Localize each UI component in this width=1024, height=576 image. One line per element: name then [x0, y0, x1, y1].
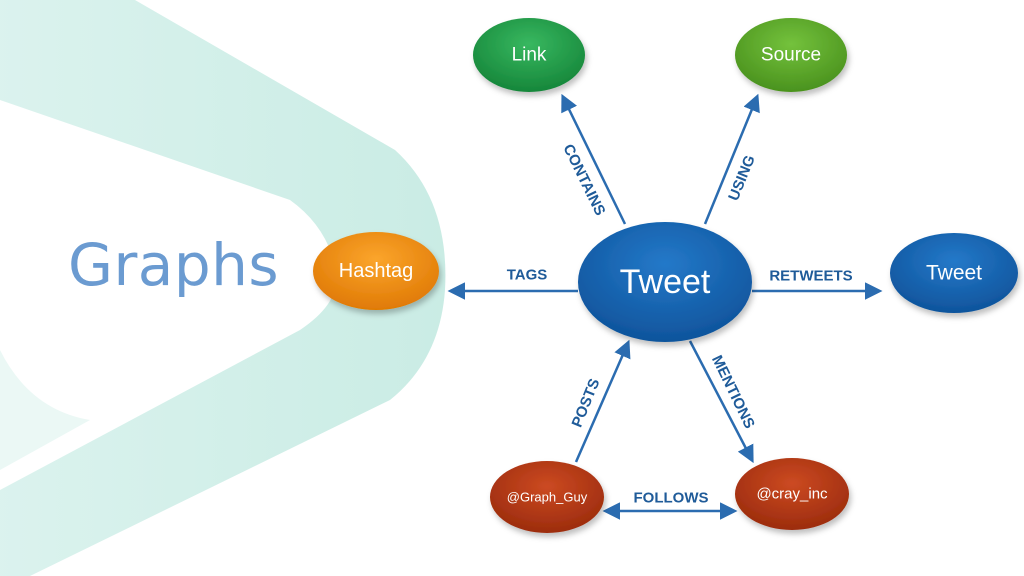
edge-mentions-line: [688, 340, 754, 464]
node-graph-guy: @Graph_Guy: [490, 461, 604, 533]
edge-label-retweets: RETWEETS: [769, 268, 852, 285]
node-label-tweet-center: Tweet: [620, 263, 711, 301]
edge-label-follows: FOLLOWS: [634, 490, 709, 507]
edge-label-contains: CONTAINS: [559, 142, 608, 219]
node-label-source: Source: [761, 45, 821, 66]
node-hashtag: Hashtag: [313, 232, 439, 310]
node-label-graph-guy: @Graph_Guy: [507, 490, 588, 505]
node-label-cray-inc: @cray_inc: [756, 486, 828, 503]
edge-label-posts: POSTS: [569, 376, 604, 430]
node-tweet-center: Tweet: [578, 222, 752, 342]
node-label-link: Link: [512, 45, 547, 66]
node-label-tweet-retweet: Tweet: [926, 262, 982, 285]
node-cray-inc: @cray_inc: [735, 458, 849, 530]
node-link: Link: [473, 18, 585, 92]
edge-using-line: [703, 93, 760, 225]
edge-label-tags: TAGS: [507, 267, 548, 284]
slide-title: Graphs: [68, 231, 280, 299]
edge-contains-line: [561, 93, 627, 225]
node-label-hashtag: Hashtag: [339, 260, 414, 282]
node-tweet-retweet: Tweet: [890, 233, 1018, 313]
node-source: Source: [735, 18, 847, 92]
edge-posts-line: [574, 339, 631, 463]
